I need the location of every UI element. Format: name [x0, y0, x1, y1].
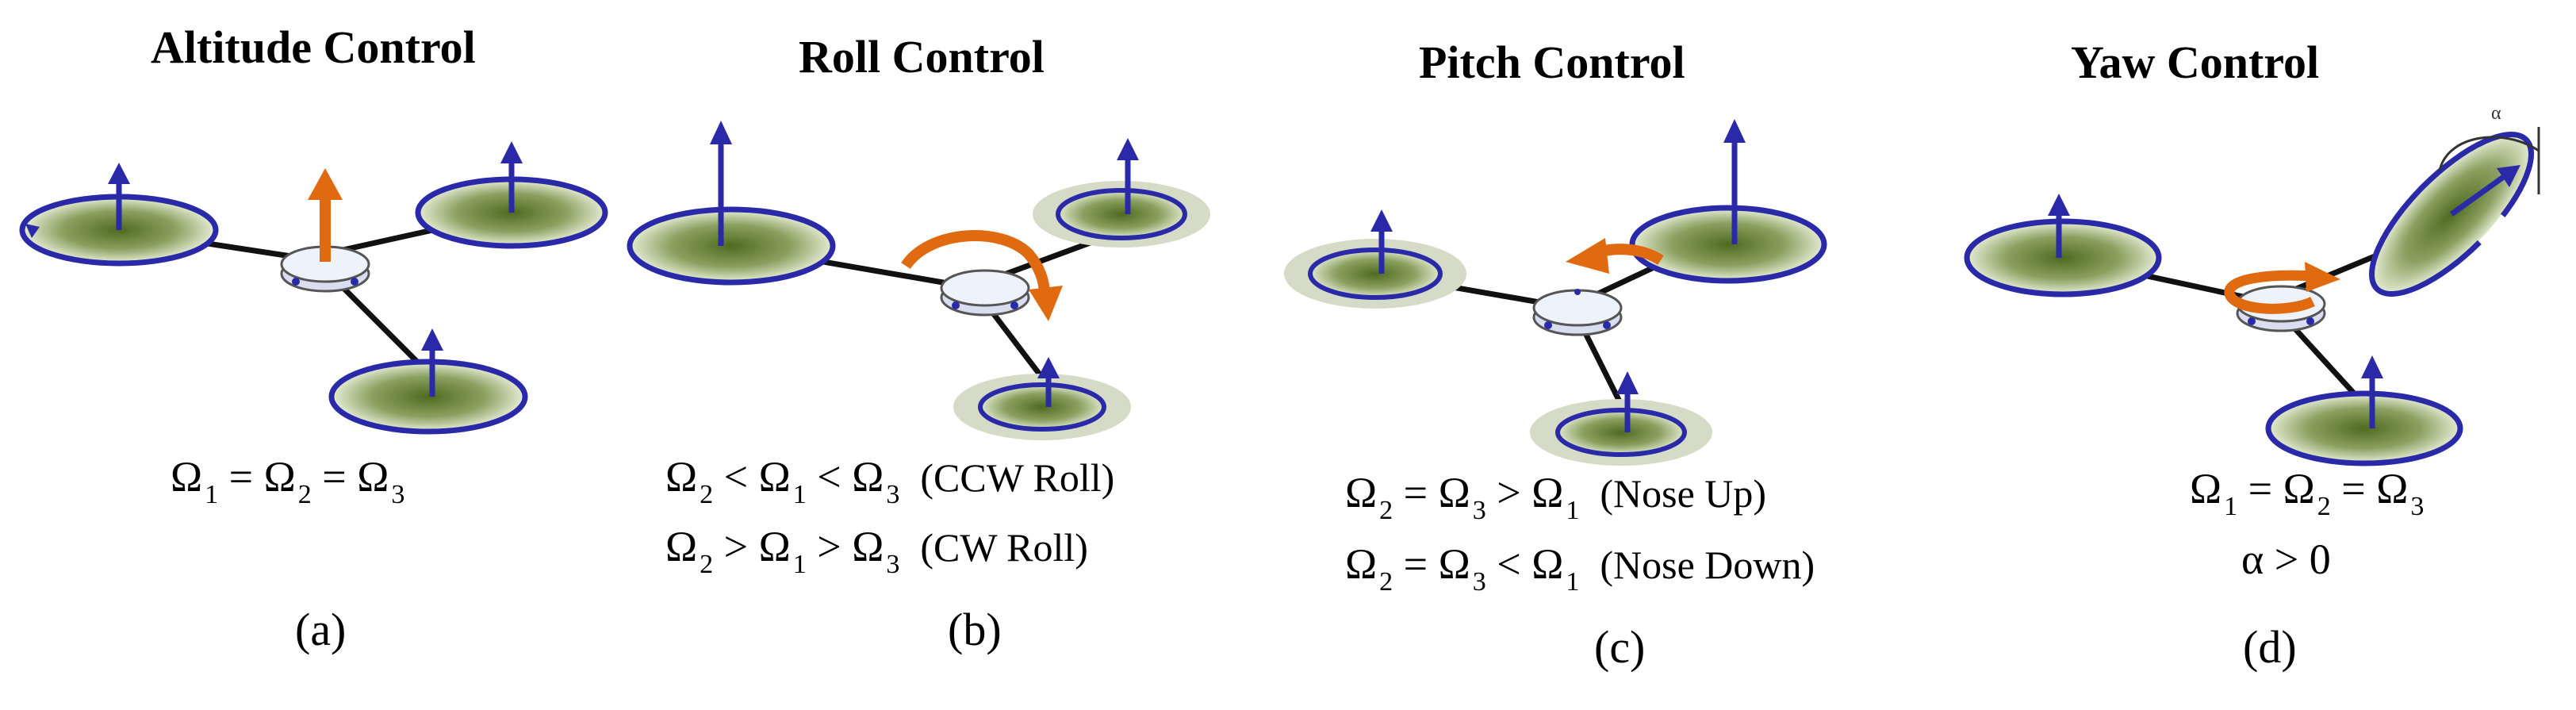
tricopter-roll-drawing: [627, 121, 1210, 440]
tricopter-altitude-drawing: [19, 141, 608, 435]
rotor-2: [1629, 119, 1827, 284]
rotor-1: [1284, 209, 1466, 309]
rotor-3: [1530, 371, 1712, 466]
omega-1: Ω1: [171, 453, 219, 510]
tricopter-pitch-drawing: [1284, 119, 1827, 466]
equation-line-2: Ω2 = Ω3 < Ω1(Nose Down): [1345, 540, 1815, 597]
panel-roll: Roll Control: [627, 0, 1288, 710]
tricopter-yaw-drawing: α: [1964, 103, 2540, 466]
panel-caption: (c): [1594, 621, 1646, 673]
panel-yaw: Yaw Control: [1932, 0, 2576, 710]
equation-line-1: Ω1 = Ω2 = Ω3: [171, 453, 405, 510]
tilt-angle-indicator: α: [2438, 103, 2540, 194]
tilt-angle-label: α: [2491, 103, 2501, 124]
rotor-2: [415, 141, 608, 249]
panel-pitch: Pitch Control: [1284, 0, 1932, 710]
panel-caption: (d): [2243, 621, 2297, 673]
rotor-2-tilted: [2369, 132, 2534, 297]
panel-title: Altitude Control: [151, 21, 476, 73]
equation-line-1: Ω2 = Ω3 > Ω1(Nose Up): [1345, 469, 1767, 526]
panel-caption: (a): [295, 604, 347, 655]
panel-title: Pitch Control: [1419, 36, 1685, 88]
panel-altitude: Altitude Control: [0, 0, 644, 710]
rotor-1: [19, 163, 219, 267]
up-thrust-arrow: [308, 168, 343, 262]
pitch-rotation-arrow: [1566, 238, 1664, 274]
hub: [1532, 289, 1623, 336]
rotor-3: [953, 357, 1131, 440]
panel-title: Roll Control: [799, 31, 1045, 83]
roll-rotation-arrow: [901, 230, 1063, 321]
rotor-3: [2265, 355, 2463, 466]
equation-line-1: Ω1 = Ω2 = Ω3: [2190, 465, 2425, 522]
hub: [940, 269, 1030, 317]
yaw-rotation-arrow: [2224, 262, 2340, 314]
panel-title: Yaw Control: [2071, 36, 2320, 88]
rotor-2: [1033, 138, 1210, 248]
equation-line-1: Ω2 < Ω1 < Ω3(CCW Roll): [665, 453, 1115, 510]
panel-caption: (b): [948, 604, 1002, 655]
rotor-1: [1964, 194, 2162, 297]
rotor-3: [328, 328, 528, 435]
equation-line-2: α > 0: [2241, 535, 2331, 583]
rotor-1: [627, 121, 836, 286]
equation-line-2: Ω2 > Ω1 > Ω3(CW Roll): [665, 523, 1088, 580]
